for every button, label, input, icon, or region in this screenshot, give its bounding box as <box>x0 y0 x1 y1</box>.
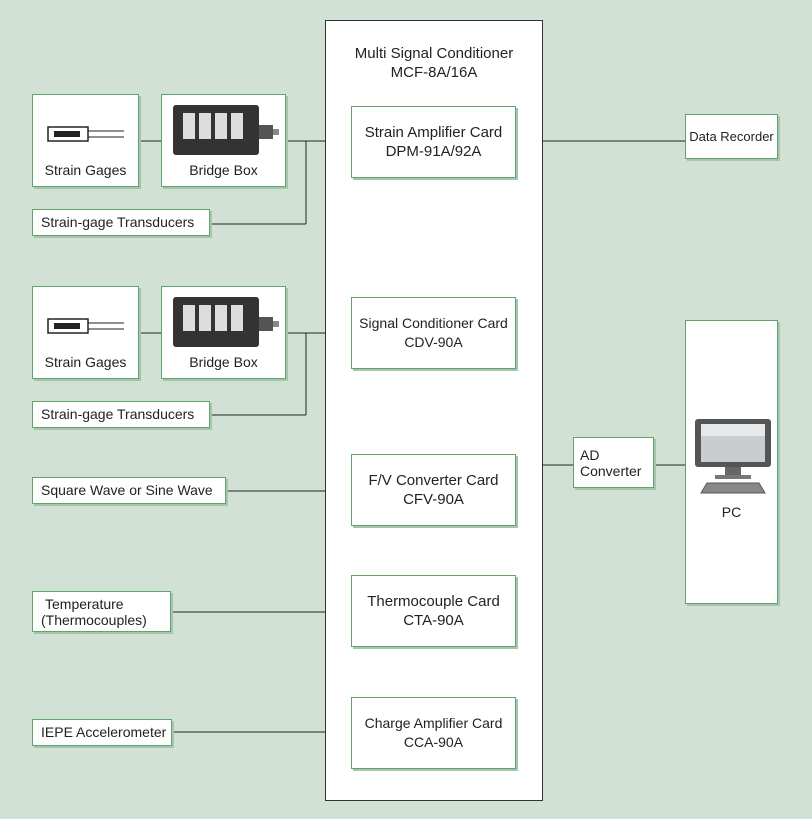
strain-gage-transducers-box-2: Strain-gage Transducers <box>32 401 210 428</box>
bridge-box-1: Bridge Box <box>161 94 286 187</box>
square-sine-wave-box: Square Wave or Sine Wave <box>32 477 226 504</box>
iepe-label: IEPE Accelerometer <box>41 724 167 740</box>
data-recorder-box: Data Recorder <box>685 114 778 159</box>
card-model: CTA-90A <box>403 612 464 629</box>
conditioner-title: Multi Signal Conditioner MCF-8A/16A <box>325 44 543 82</box>
card-model: CCA-90A <box>403 734 464 750</box>
card-model: CDV-90A <box>404 334 463 350</box>
card-name: Thermocouple Card <box>367 593 500 610</box>
card-name: Charge Amplifier Card <box>364 715 503 731</box>
signal-conditioner-card: Signal Conditioner Card CDV-90A <box>351 297 516 369</box>
charge-amplifier-card: Charge Amplifier Card CCA-90A <box>351 697 516 769</box>
strain-gages-label: Strain Gages <box>44 354 127 370</box>
strain-gage-icon <box>46 318 124 334</box>
pc-monitor-icon <box>694 419 771 494</box>
ad-converter-box: AD Converter <box>573 437 654 488</box>
bridge-box-2: Bridge Box <box>161 286 286 379</box>
card-model: DPM-91A/92A <box>385 143 482 160</box>
temperature-label: Temperature <box>45 595 124 612</box>
strain-gages-label: Strain Gages <box>44 162 127 178</box>
card-name: F/V Converter Card <box>368 472 499 489</box>
strain-gages-box-2: Strain Gages <box>32 286 139 379</box>
data-recorder-label: Data Recorder <box>689 129 774 144</box>
iepe-accelerometer-box: IEPE Accelerometer <box>32 719 172 746</box>
transducers-label: Strain-gage Transducers <box>41 406 195 422</box>
strain-amplifier-card: Strain Amplifier Card DPM-91A/92A <box>351 106 516 178</box>
bridge-box-label: Bridge Box <box>189 354 258 370</box>
temperature-box: Temperature (Thermocouples) <box>32 591 171 632</box>
card-model: CFV-90A <box>403 491 464 508</box>
bridge-box-icon <box>172 297 279 347</box>
converter-label: Converter <box>580 462 642 479</box>
pc-label: PC <box>721 504 742 520</box>
conditioner-model: MCF-8A/16A <box>390 64 478 81</box>
bridge-box-icon <box>172 105 279 155</box>
conditioner-title-line1: Multi Signal Conditioner <box>354 45 514 62</box>
strain-gage-icon <box>46 126 124 142</box>
card-name: Signal Conditioner Card <box>359 315 508 331</box>
strain-gages-box-1: Strain Gages <box>32 94 139 187</box>
ad-label: AD <box>580 446 600 463</box>
fv-converter-card: F/V Converter Card CFV-90A <box>351 454 516 526</box>
transducers-label: Strain-gage Transducers <box>41 214 195 230</box>
square-wave-label: Square Wave or Sine Wave <box>41 482 213 498</box>
pc-box: PC <box>685 320 778 604</box>
thermocouples-label: (Thermocouples) <box>41 611 147 628</box>
thermocouple-card: Thermocouple Card CTA-90A <box>351 575 516 647</box>
strain-gage-transducers-box-1: Strain-gage Transducers <box>32 209 210 236</box>
card-name: Strain Amplifier Card <box>364 124 503 141</box>
bridge-box-label: Bridge Box <box>189 162 258 178</box>
